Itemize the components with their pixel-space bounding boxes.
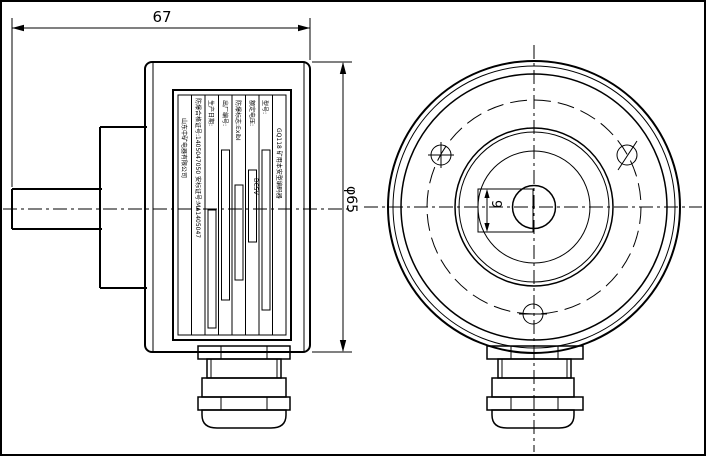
nameplate-column-date: 生产日期: (207, 100, 215, 126)
cable-gland-front (486, 345, 584, 429)
front-view: 9 (364, 45, 702, 452)
nameplate: 山东中矿电器有限公司 防爆合格证号:1405047050 安标证号:MA1405… (172, 89, 292, 341)
encoder-body (144, 61, 311, 353)
shaft-flat-keyway: 9 (477, 188, 534, 233)
gland-dome (201, 409, 287, 429)
boss-inner-circle (458, 131, 610, 283)
side-view: 山东中矿电器有限公司 防爆合格证号:1405047050 安标证号:MA1405… (3, 8, 359, 429)
bezel-circle (400, 73, 668, 341)
housing-ring-circle (392, 65, 676, 349)
keyway-rect (477, 188, 534, 233)
nameplate-field-box (248, 169, 257, 243)
bolt-hole-top-left (428, 142, 454, 168)
shaft-hole-circle (511, 184, 557, 230)
nameplate-text: 山东中矿电器有限公司 防爆合格证号:1405047050 安标证号:MA1405… (180, 98, 283, 238)
bolt-hole-bottom (519, 303, 547, 325)
dimension-length-text: 67 (152, 8, 171, 26)
arrowhead-down (484, 223, 490, 232)
nameplate-column-model: 型号: (261, 100, 269, 114)
dimension-diameter: φ65 (312, 61, 359, 353)
nameplate-column-company: 山东中矿电器有限公司 (180, 118, 188, 178)
outer-housing-circle (387, 60, 681, 354)
boss-outer-circle (454, 127, 614, 287)
nameplate-column-certs: 防爆合格证号:1405047050 安标证号:MA1405047 (194, 98, 202, 238)
dimension-length: 67 (11, 8, 311, 187)
shaft (11, 188, 102, 230)
nameplate-voltage-value: DC5V (252, 178, 259, 196)
dimension-shaft-flat-text: 9 (488, 200, 503, 208)
arrowhead-right (298, 24, 310, 32)
nameplate-field-box (261, 149, 271, 311)
bolt-hole-top-right (616, 140, 638, 171)
nameplate-column-exmark: 防爆标志:ExibⅠ (234, 100, 242, 141)
nameplate-column-title: GQ118 矿用本安型编码器 (275, 128, 283, 199)
arrowhead-left (12, 24, 24, 32)
nameplate-column-serial: 出厂编号: (221, 100, 229, 126)
arrowhead-up (484, 189, 490, 198)
nameplate-column-voltage: 额定电压: (248, 100, 256, 126)
arrowhead-down (339, 340, 347, 352)
bolt-circle (426, 99, 642, 315)
dimension-diameter-text: φ65 (343, 186, 359, 213)
mounting-flange (99, 126, 147, 289)
cable-gland-side (197, 345, 291, 429)
arrowhead-up (339, 62, 347, 74)
nameplate-field-box (221, 149, 230, 301)
gland-dome (491, 409, 575, 429)
nameplate-field-box (207, 209, 217, 329)
nameplate-field-box (234, 184, 244, 281)
